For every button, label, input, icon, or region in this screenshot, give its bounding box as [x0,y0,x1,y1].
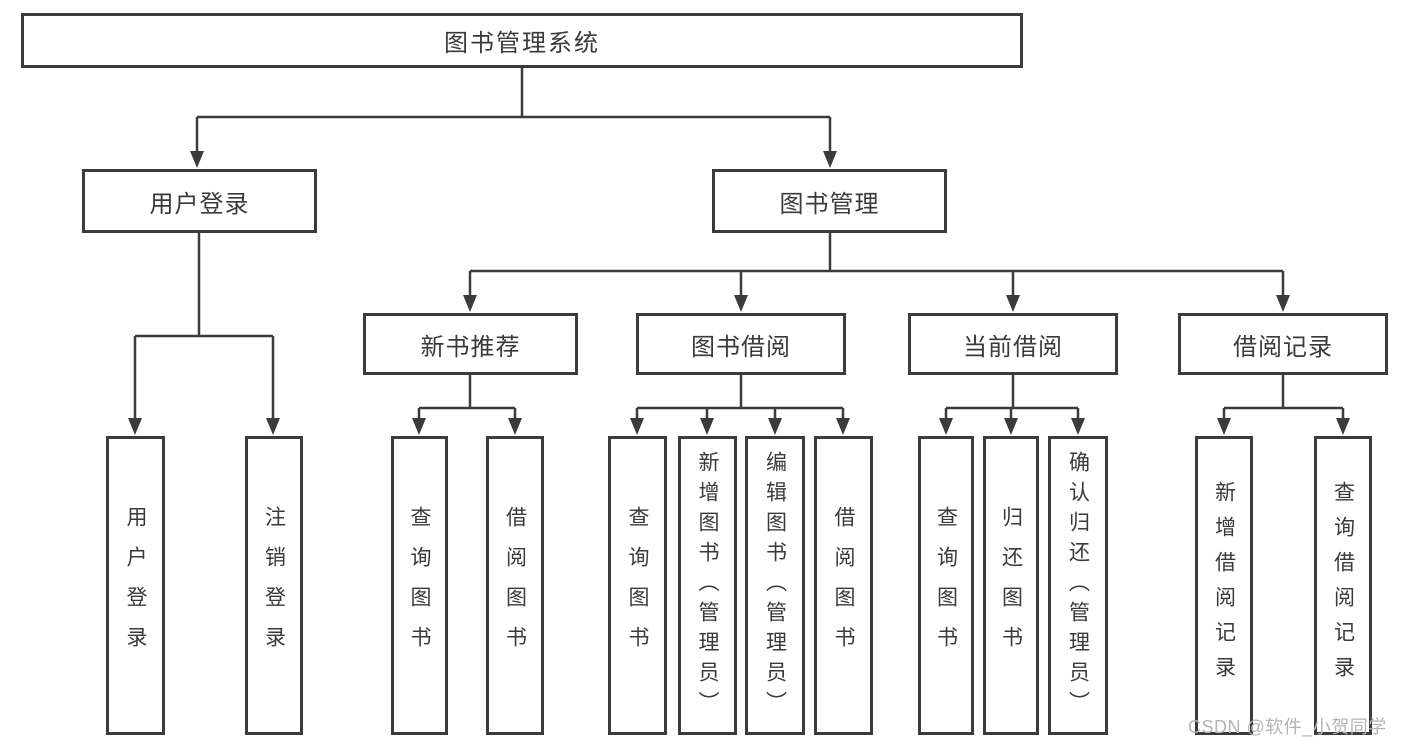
csdn-watermark: CSDN @软件_小贺同学 [1188,717,1387,737]
leaf-query-books-3: 查询图书 [918,436,974,735]
leaf-logout: 注销登录 [245,436,303,735]
node-root-label: 图书管理系统 [444,30,600,57]
leaf-query-books-2: 查询图书 [608,436,667,735]
arrowheads [128,151,1350,435]
leaf-user-login-label: 用户登录 [124,505,147,666]
leaf-return-book: 归还图书 [983,436,1039,735]
node-user-login-label: 用户登录 [149,190,250,218]
leaf-query-books-1: 查询图书 [391,436,448,735]
leaf-query-borrow-record: 查询借阅记录 [1314,436,1372,735]
leaf-logout-label: 注销登录 [262,505,286,666]
node-new-book-recommend: 新书推荐 [363,313,578,375]
leaf-borrow-books-1: 借阅图书 [486,436,544,735]
leaf-return-book-label: 归还图书 [999,505,1023,666]
node-user-login-branch: 用户登录 [82,169,317,233]
leaf-confirm-return-admin: 确认归还（管理员） [1048,436,1108,735]
leaf-add-book-admin-label: 新增图书（管理员） [696,450,719,721]
node-book-management-label: 图书管理 [779,190,880,218]
node-borrowing-records-label: 借阅记录 [1233,333,1333,361]
leaf-borrow-books-2-label: 借阅图书 [832,505,855,666]
leaf-add-borrow-record-label: 新增借阅记录 [1212,480,1236,691]
leaf-edit-book-admin: 编辑图书（管理员） [745,436,805,735]
node-book-borrowing-label: 图书借阅 [691,333,791,361]
node-root: 图书管理系统 [21,13,1023,68]
leaf-borrow-books-1-label: 借阅图书 [503,505,527,666]
node-new-book-recommend-label: 新书推荐 [420,333,521,361]
leaf-confirm-return-admin-label: 确认归还（管理员） [1066,450,1090,721]
leaf-query-books-3-label: 查询图书 [934,505,958,666]
leaf-user-login: 用户登录 [106,436,165,735]
node-current-borrowing: 当前借阅 [908,313,1118,375]
leaf-edit-book-admin-label: 编辑图书（管理员） [763,450,787,721]
node-borrowing-records: 借阅记录 [1178,313,1388,375]
leaf-add-borrow-record: 新增借阅记录 [1195,436,1253,735]
leaf-query-books-1-label: 查询图书 [408,505,431,666]
leaf-query-borrow-record-label: 查询借阅记录 [1331,480,1355,691]
leaf-add-book-admin: 新增图书（管理员） [678,436,737,735]
node-current-borrowing-label: 当前借阅 [963,333,1063,361]
node-book-borrowing: 图书借阅 [636,313,846,375]
leaf-query-books-2-label: 查询图书 [626,505,649,666]
node-book-management-branch: 图书管理 [712,169,947,233]
leaf-borrow-books-2: 借阅图书 [814,436,873,735]
